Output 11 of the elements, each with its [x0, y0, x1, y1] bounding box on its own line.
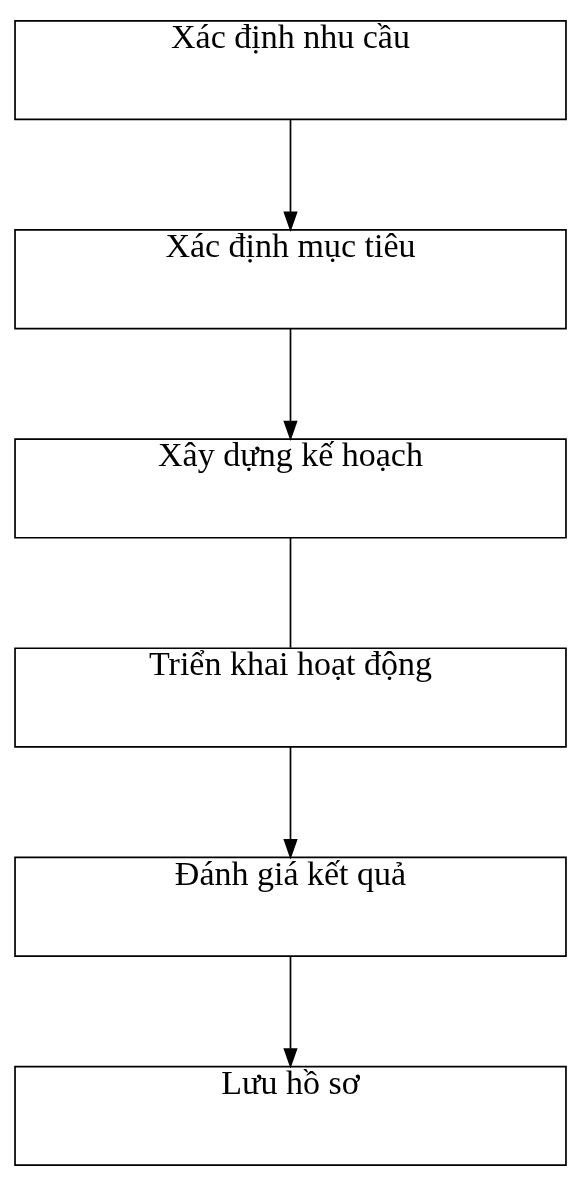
node-box: Xác định mục tiêu	[14, 229, 567, 330]
node-box: Triển khai hoạt động	[14, 647, 567, 748]
node-box: Xây dựng kế hoạch	[14, 438, 567, 539]
connector	[289, 537, 292, 649]
node-box: Đánh giá kết quả	[14, 856, 567, 957]
arrow	[283, 955, 298, 1069]
node-box: Xác định nhu cầu	[14, 19, 567, 121]
arrow	[283, 118, 298, 232]
arrow	[283, 327, 298, 442]
arrow	[283, 746, 298, 860]
node-box: Lưu hồ sơ	[14, 1065, 567, 1167]
